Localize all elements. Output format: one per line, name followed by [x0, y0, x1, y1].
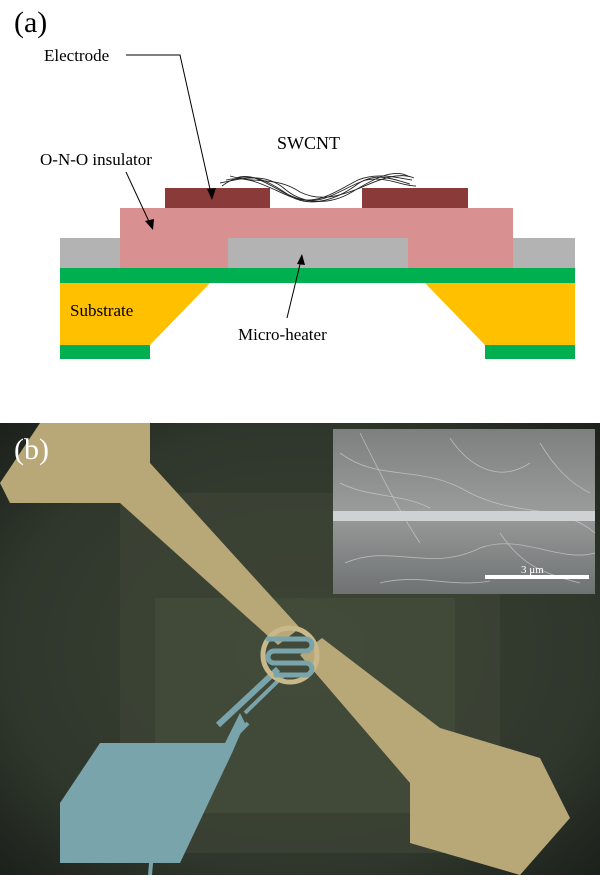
- substrate-left: [60, 283, 210, 345]
- heater-ring: [260, 625, 320, 685]
- bottom-green-right: [485, 345, 575, 359]
- substrate-right: [425, 283, 575, 345]
- gray-side-right: [513, 238, 575, 268]
- micrograph-svg: 3 μm (b): [0, 423, 600, 876]
- insulator-label: O-N-O insulator: [40, 150, 152, 169]
- micro-heater-arrowhead: [297, 254, 305, 265]
- electrode-arrowhead: [207, 188, 216, 200]
- membrane-layer: [60, 268, 575, 283]
- cross-section-svg: (a) Electrode SWCNT O-N-O insulator Subs…: [14, 6, 575, 359]
- electrode-leader: [126, 54, 213, 199]
- panel-b-label: (b): [14, 433, 49, 466]
- electrode-label: Electrode: [44, 46, 109, 65]
- micro-heater-leader: [286, 255, 303, 319]
- micro-heater: [228, 238, 408, 268]
- scale-bar: [485, 575, 589, 579]
- micro-heater-label: Micro-heater: [238, 325, 327, 344]
- sem-inset: 3 μm: [333, 429, 596, 594]
- swcnt-bundle: [219, 172, 417, 203]
- substrate-label: Substrate: [70, 301, 133, 320]
- blue-lead-trace-1: [215, 666, 281, 728]
- gray-side-left: [60, 238, 120, 268]
- gold-electrode-upper: [0, 423, 300, 645]
- scale-bar-label: 3 μm: [521, 564, 544, 576]
- gold-electrode-lower: [300, 638, 570, 875]
- insulator-leader: [125, 171, 153, 229]
- panel-a-label: (a): [14, 6, 47, 39]
- cross-section-diagram: (a) Electrode SWCNT O-N-O insulator Subs…: [0, 0, 600, 415]
- serpentine-heater: [265, 636, 315, 678]
- bottom-green-left: [60, 345, 150, 359]
- swcnt-label: SWCNT: [277, 133, 340, 153]
- electrode-left: [165, 188, 270, 208]
- blue-lead-trace-3: [148, 721, 250, 876]
- optical-micrograph: 3 μm (b): [0, 423, 600, 876]
- electrode-right: [362, 188, 468, 208]
- insulator-arrowhead: [145, 219, 154, 230]
- blue-lead-pad: [60, 713, 245, 863]
